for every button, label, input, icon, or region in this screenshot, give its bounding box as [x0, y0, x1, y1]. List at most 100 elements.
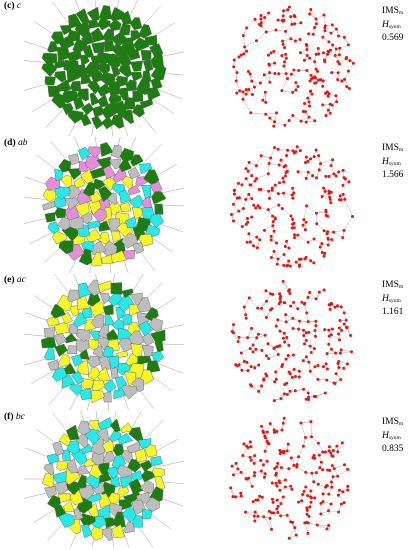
- graph-node: [236, 340, 240, 344]
- graph-node: [326, 52, 330, 56]
- graph-node: [301, 444, 305, 448]
- graph-node: [338, 351, 342, 355]
- graph-node: [272, 249, 276, 253]
- graph-node: [288, 389, 292, 393]
- graph-node: [305, 54, 309, 58]
- graph-node: [333, 305, 337, 309]
- tile-cell: [146, 86, 161, 101]
- graph-node: [264, 289, 268, 293]
- graph-node: [267, 11, 271, 15]
- graph-node: [293, 236, 297, 240]
- graph-node: [257, 23, 261, 27]
- spoke-line: [153, 439, 178, 453]
- graph-node: [308, 104, 312, 108]
- graph-node: [336, 60, 340, 64]
- graph-node: [304, 470, 308, 474]
- graph-edge: [285, 321, 294, 329]
- graph-node: [293, 526, 297, 530]
- graph-node: [281, 495, 285, 499]
- graph-node: [250, 326, 254, 330]
- spoke-line: [95, 411, 98, 424]
- graph-node: [289, 304, 293, 308]
- graph-node: [321, 492, 325, 496]
- panel-d: (d) ab IMSm Hsynm 1.566: [0, 137, 415, 273]
- graph-node: [262, 228, 266, 232]
- graph-node: [271, 292, 275, 296]
- graph-node: [340, 441, 344, 445]
- graph-node: [253, 510, 257, 514]
- graph-node: [333, 53, 337, 57]
- graph-node: [306, 521, 310, 525]
- graph-node: [317, 168, 321, 172]
- spoke-line: [24, 197, 49, 200]
- graph-node: [242, 305, 246, 309]
- graph-node: [276, 461, 280, 465]
- graph-node: [231, 495, 235, 499]
- tile-cell: [142, 344, 154, 358]
- tile-cell: [81, 307, 93, 319]
- tile-cell: [41, 52, 58, 67]
- graph-node: [330, 347, 334, 351]
- graph-node: [303, 521, 307, 525]
- graph-edge: [323, 14, 326, 26]
- tile-cell: [108, 158, 121, 170]
- graph-edge: [309, 292, 317, 300]
- graph-node: [263, 333, 267, 337]
- graph-node: [271, 500, 275, 504]
- graph-node: [316, 441, 320, 445]
- graph-node: [306, 531, 310, 535]
- graph-node: [277, 72, 281, 76]
- graph-node: [311, 174, 315, 178]
- tile-cell: [116, 484, 129, 499]
- graph-node: [298, 51, 302, 55]
- graph-node: [232, 323, 236, 327]
- graph-node: [297, 455, 301, 459]
- graph-node: [330, 103, 334, 107]
- graph-node: [306, 391, 310, 395]
- graph-node: [284, 320, 288, 324]
- graph-node: [315, 69, 319, 73]
- tile-cell: [64, 333, 78, 344]
- tile-cell: [96, 156, 111, 169]
- graph-edge: [244, 297, 250, 308]
- graph-node: [309, 495, 313, 499]
- spoke-line: [29, 230, 55, 245]
- graph-edge: [285, 31, 292, 39]
- graph-node: [337, 62, 341, 66]
- graph-node: [323, 450, 327, 454]
- tile-cell: [98, 185, 113, 203]
- graph-edge: [344, 70, 349, 80]
- spoke-line: [130, 411, 142, 431]
- graph-edge: [264, 74, 271, 83]
- graph-node: [296, 233, 300, 237]
- tile-cell: [71, 370, 84, 385]
- graph-edge: [297, 171, 307, 179]
- graph-node: [345, 362, 349, 366]
- graph-node: [261, 463, 265, 467]
- graph-node: [292, 463, 296, 467]
- graph-node: [248, 347, 252, 351]
- tile-cell: [118, 64, 132, 78]
- graph-node: [320, 250, 324, 254]
- graph-node: [305, 47, 309, 51]
- graph-node: [253, 17, 257, 21]
- tile-cell: [116, 294, 135, 313]
- panel-label: (f) bc: [4, 412, 25, 422]
- tile-cell: [141, 332, 155, 347]
- graph-node: [273, 146, 277, 150]
- graph-node: [331, 158, 335, 162]
- graph-node: [329, 164, 333, 168]
- graph-node: [277, 163, 281, 167]
- graph-node: [276, 318, 280, 322]
- graph-node: [251, 500, 255, 504]
- graph-edge: [261, 155, 271, 159]
- graph-node: [307, 32, 311, 36]
- graph-node: [277, 344, 281, 348]
- graph-node: [284, 29, 288, 33]
- graph-node: [249, 383, 253, 387]
- tile-cell: [119, 147, 134, 163]
- tile-cell: [119, 10, 133, 25]
- graph-node: [308, 505, 312, 509]
- graph-node: [295, 463, 299, 467]
- graph-node: [323, 391, 327, 395]
